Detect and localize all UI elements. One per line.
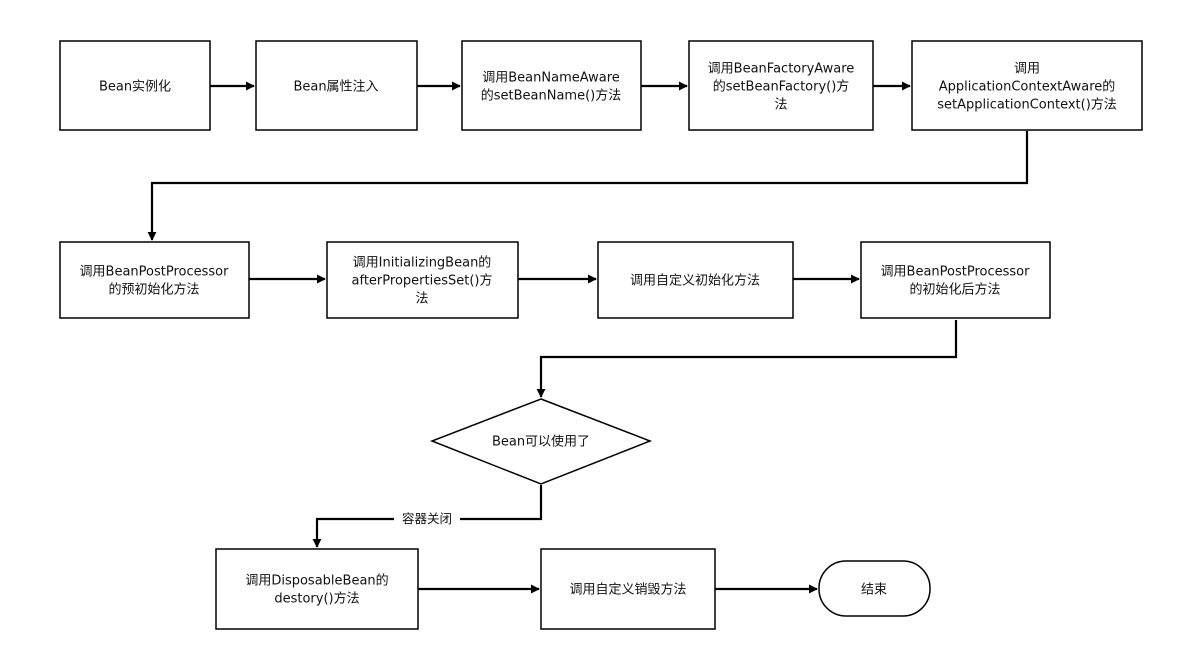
node-bean-factory-aware: 调用BeanFactoryAware 的setBeanFactory()方法: [688, 40, 874, 131]
node-label-line: setApplicationContext()方法: [937, 97, 1117, 113]
node-label-line: 调用自定义初始化方法: [630, 273, 760, 289]
node-label-line: 调用DisposableBean的: [245, 573, 388, 589]
node-box: [911, 40, 1143, 131]
node-label-line: 调用BeanPostProcessor: [80, 265, 230, 280]
node-box: [540, 548, 716, 630]
node-label-line: ApplicationContextAware的: [939, 79, 1116, 95]
node-custom-init: 调用自定义初始化方法: [597, 241, 794, 319]
node-label-line: destory()方法: [274, 591, 359, 607]
node-label-line: 法: [415, 292, 428, 307]
node-label: 调用自定义初始化方法: [630, 273, 760, 289]
node-label-line: Bean实例化: [99, 80, 171, 95]
node-box: [255, 40, 418, 131]
node-post-processor-after: 调用BeanPostProcessor 的初始化后方法: [860, 241, 1051, 319]
edge-label-container-close: 容器关闭: [394, 510, 460, 528]
node-box: [59, 40, 211, 131]
node-label-line: 调用自定义销毁方法: [569, 582, 686, 598]
node-label-line: 调用BeanPostProcessor: [881, 265, 1031, 280]
node-bean-property-inject: Bean属性注入: [255, 40, 418, 131]
node-label-line: 的初始化后方法: [909, 282, 1000, 298]
node-label: 调用InitializingBean的 afterPropertiesSet()方…: [352, 255, 493, 307]
node-box: [215, 548, 419, 630]
node-end-terminal: 结束: [818, 560, 931, 617]
node-label: 调用BeanPostProcessor 的预初始化方法: [80, 265, 230, 298]
node-label-line: 的setBeanName()方法: [481, 88, 622, 104]
decision-diamond: [429, 398, 653, 485]
connectors: [147, 81, 1029, 594]
node-label: 调用BeanFactoryAware 的setBeanFactory()方法: [708, 62, 855, 113]
node-box: [59, 241, 250, 319]
arrow-postafter-to-ready: [536, 320, 958, 398]
node-label: Bean属性注入: [293, 80, 378, 95]
node-box: [461, 40, 642, 131]
node-label: 调用自定义销毁方法: [569, 582, 686, 598]
node-box: [688, 40, 874, 131]
node-label-line: 的预初始化方法: [108, 282, 199, 298]
node-label: 调用DisposableBean的 destory()方法: [245, 573, 388, 607]
node-label: 结束: [861, 583, 887, 598]
node-label-line: 调用BeanNameAware: [482, 71, 620, 86]
node-label-line: 法: [774, 98, 787, 113]
node-box: [860, 241, 1051, 319]
node-label: 调用 ApplicationContextAware的 setApplication…: [937, 62, 1117, 113]
node-label-line: 调用BeanFactoryAware: [708, 62, 855, 77]
node-bean-name-aware: 调用BeanNameAware 的setBeanName()方法: [461, 40, 642, 131]
node-custom-destroy: 调用自定义销毁方法: [540, 548, 716, 630]
node-box: [597, 241, 794, 319]
node-label-line: 结束: [861, 583, 887, 598]
edge-label-background: [394, 510, 460, 528]
edge-label-text: 容器关闭: [402, 511, 452, 526]
node-label-line: 调用: [1014, 62, 1040, 77]
node-label-line: 调用InitializingBean的: [353, 255, 492, 271]
node-application-context-aware: 调用 ApplicationContextAware的 setApplication…: [911, 40, 1143, 131]
terminal-box: [818, 560, 931, 617]
node-disposable-bean: 调用DisposableBean的 destory()方法: [215, 548, 419, 630]
node-initializing-bean: 调用InitializingBean的 afterPropertiesSet()方…: [326, 241, 519, 319]
node-label-line: 的setBeanFactory()方: [713, 79, 850, 95]
node-box: [326, 241, 519, 319]
node-label: Bean实例化: [99, 80, 171, 95]
node-label: 调用BeanNameAware 的setBeanName()方法: [481, 71, 622, 104]
node-label-line: Bean属性注入: [293, 80, 378, 95]
node-label-line: afterPropertiesSet()方: [352, 273, 493, 289]
arrow-appcontextaware-to-postbefore: [147, 131, 1029, 241]
node-bean-instantiate: Bean实例化: [59, 40, 211, 131]
node-post-processor-before: 调用BeanPostProcessor 的预初始化方法: [59, 241, 250, 319]
node-label-line: Bean可以使用了: [492, 434, 590, 450]
node-label: 调用BeanPostProcessor 的初始化后方法: [881, 265, 1031, 298]
node-bean-ready-decision: Bean可以使用了: [429, 398, 653, 485]
node-label: Bean可以使用了: [492, 434, 590, 450]
